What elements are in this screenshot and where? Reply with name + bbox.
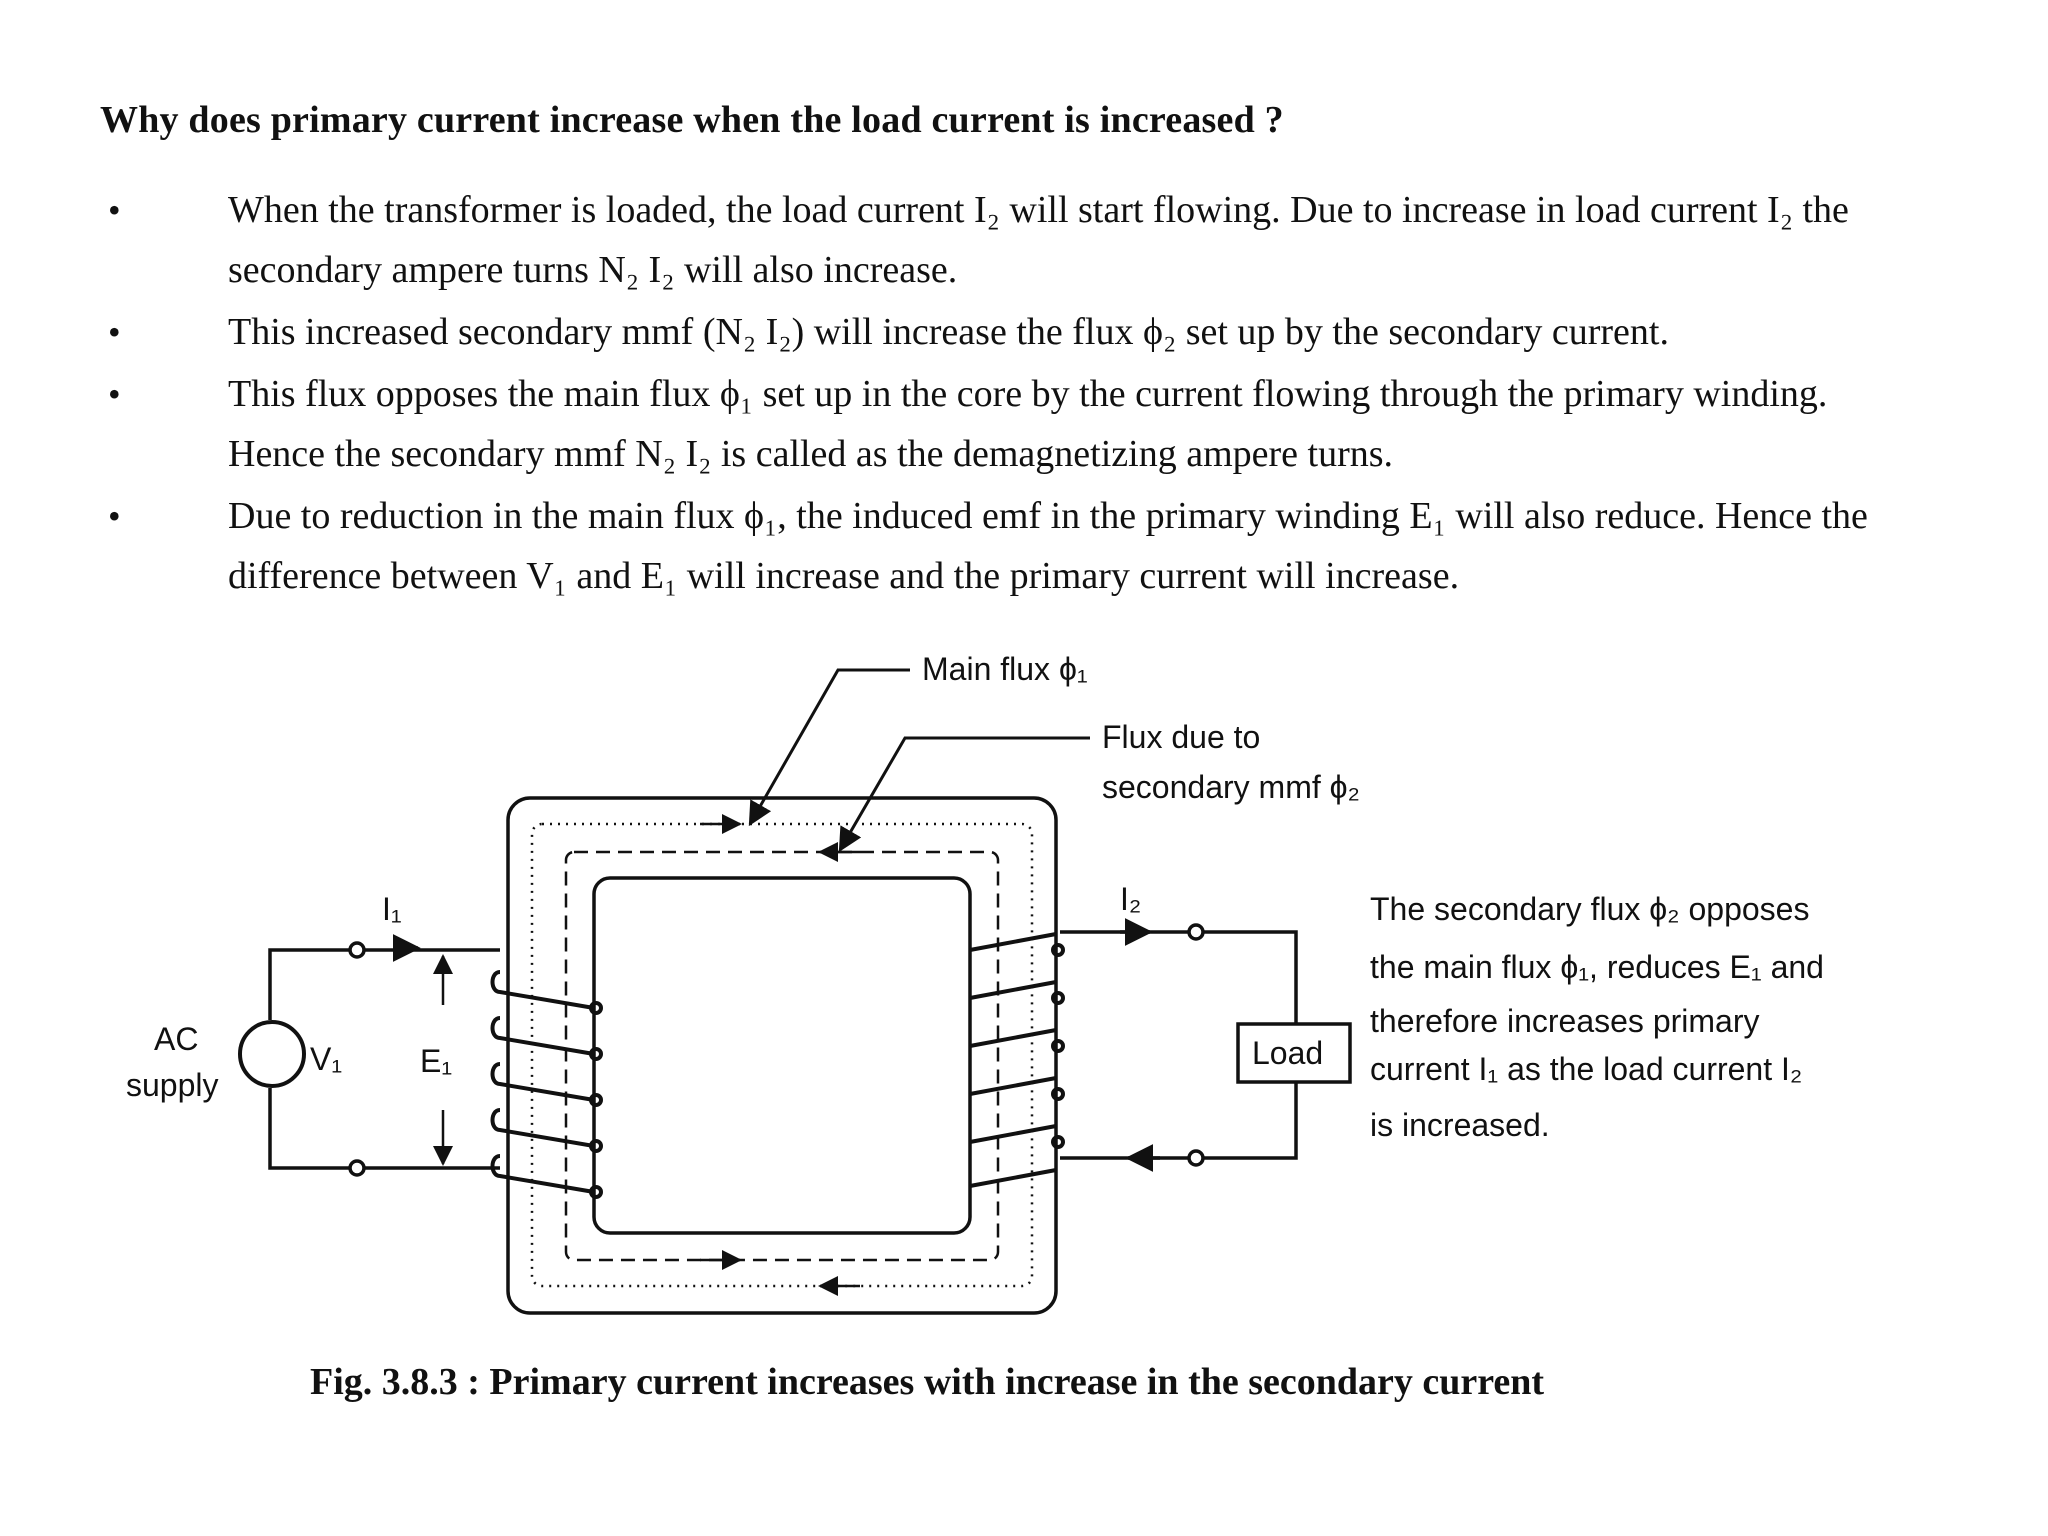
supply-label: supply [126,1067,219,1103]
secondary-flux-leader [838,736,1090,853]
core-outer [506,796,1058,1315]
note-line: current I₁ as the load current I₂ [1370,1051,1802,1087]
bullet-icon: • [108,190,121,230]
main-flux-label: Main flux ϕ₁ [922,651,1088,687]
i2-label: I₂ [1120,881,1141,917]
bullet-list: • When the transformer is loaded, the loa… [100,180,1930,608]
bullet-item: • This flux opposes the main flux ϕ₁ set … [100,364,1930,484]
core-window [592,876,972,1235]
ac-label: AC [154,1021,198,1057]
main-flux-path [530,822,1034,1288]
ac-source-icon [238,1020,306,1088]
i1-label: I₁ [382,891,402,927]
bullet-text: This increased secondary mmf (N₂ I₂) wil… [228,311,1669,353]
bullet-text: This flux opposes the main flux ϕ₁ set u… [228,373,1828,475]
bullet-item: • This increased secondary mmf (N₂ I₂) wi… [100,302,1930,362]
e1-label: E₁ [420,1043,452,1079]
bullet-icon: • [108,312,121,352]
flux-due-label-line2: secondary mmf ϕ₂ [1102,769,1360,805]
note-line: The secondary flux ϕ₂ opposes [1370,891,1809,927]
primary-circuit [268,934,500,1177]
secondary-flux-path [564,850,1000,1262]
v1-label: V₁ [310,1041,342,1077]
transformer-diagram: Main flux ϕ₁ Flux due to secondary mmf ϕ… [126,651,1824,1315]
main-flux-leader [748,668,910,827]
bullet-item: • Due to reduction in the main flux ϕ₁, t… [100,486,1930,606]
bullet-icon: • [108,374,121,414]
note-line: therefore increases primary [1370,1003,1759,1039]
note-line: the main flux ϕ₁, reduces E₁ and [1370,949,1824,985]
section-heading: Why does primary current increase when t… [100,99,1284,141]
secondary-circuit [1060,918,1298,1172]
figure-caption: Fig. 3.8.3 : Primary current increases w… [310,1361,1545,1403]
note-line: is increased. [1370,1107,1550,1143]
load-label: Load [1252,1035,1323,1071]
load-box [1236,1022,1352,1084]
bullet-text: When the transformer is loaded, the load… [228,189,1849,291]
flux-due-label-line1: Flux due to [1102,719,1260,755]
secondary-winding [969,932,1065,1188]
bullet-icon: • [108,496,121,536]
bullet-text: Due to reduction in the main flux ϕ₁, th… [228,495,1868,597]
bullet-item: • When the transformer is loaded, the loa… [100,180,1930,300]
